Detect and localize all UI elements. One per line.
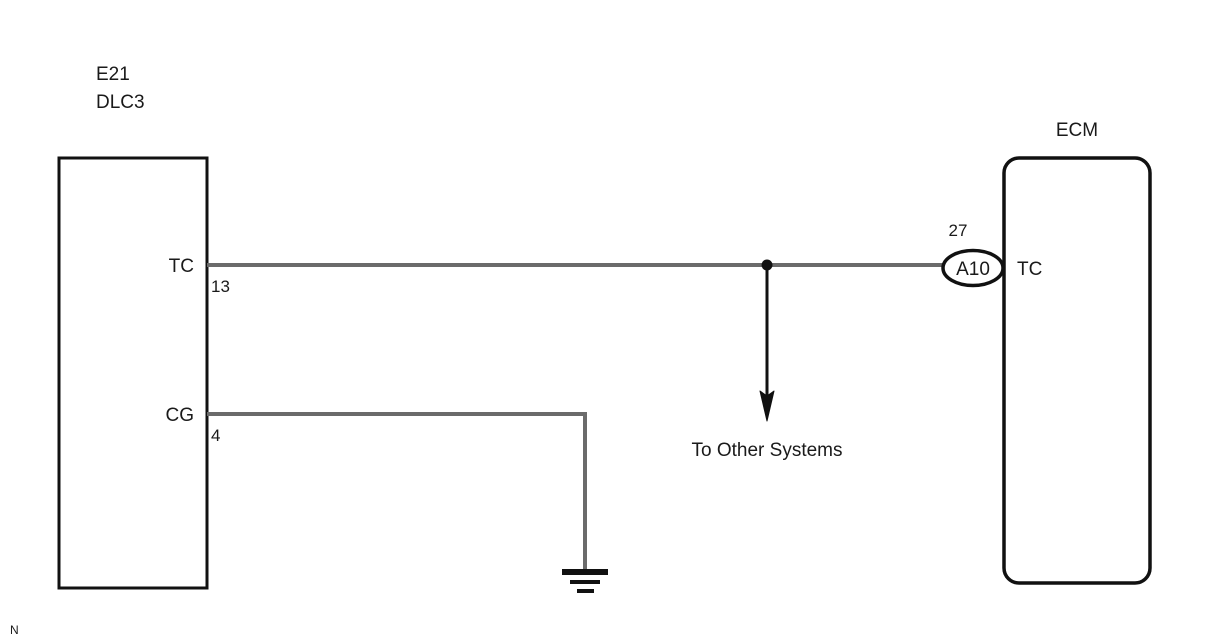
dlc3-component-code: E21 — [96, 64, 130, 85]
ecm-connector-box — [1002, 156, 1152, 585]
ecm-connector-pin-number: 27 — [949, 221, 968, 240]
wire-cg-ground — [207, 412, 587, 571]
ecm-connector-oval — [941, 248, 1005, 288]
ecm-component-name: ECM — [1056, 120, 1098, 141]
branch-arrow-icon — [759, 390, 775, 422]
chassis-ground-icon — [562, 569, 608, 593]
dlc3-terminal-label-cg: CG — [166, 405, 195, 426]
dlc3-pin-number-13: 13 — [211, 277, 230, 296]
dlc3-pin-number-4: 4 — [211, 426, 220, 445]
ecm-terminal-label-tc: TC — [1017, 259, 1042, 280]
corner-mark: N — [10, 623, 19, 637]
dlc3-terminal-label-tc: TC — [169, 256, 194, 277]
branch-note-label: To Other Systems — [692, 440, 843, 461]
ecm-connector-id: A10 — [956, 259, 990, 280]
dlc3-component-name: DLC3 — [96, 92, 145, 113]
dlc3-connector-box — [57, 156, 209, 590]
